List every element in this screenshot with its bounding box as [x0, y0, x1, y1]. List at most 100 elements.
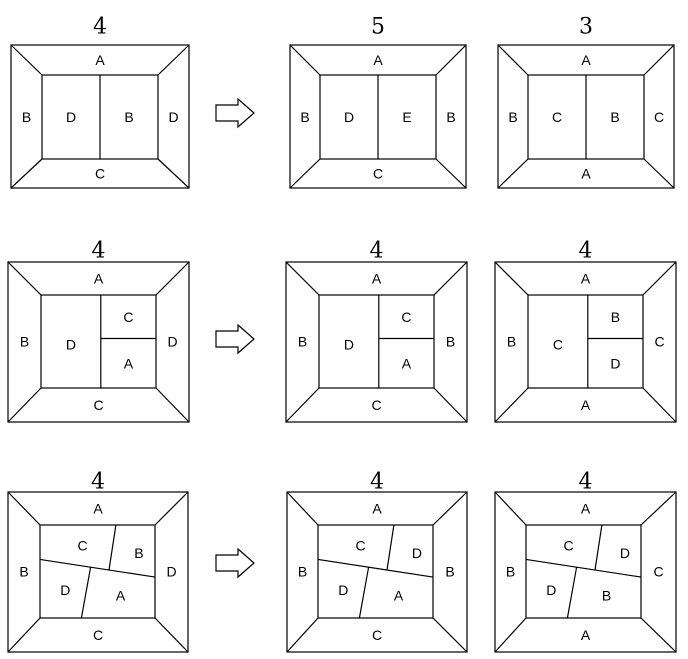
- region-label-right: B: [446, 334, 455, 350]
- corner-diagonal: [640, 617, 677, 653]
- color-count: 5: [371, 15, 385, 40]
- region-label-bottom: C: [372, 627, 382, 643]
- color-count: 4: [579, 470, 593, 495]
- region-label-inner: D: [60, 582, 70, 598]
- region-label-left: B: [507, 334, 516, 350]
- corner-diagonal: [433, 261, 468, 296]
- region-label-top: A: [93, 501, 103, 517]
- region-label-inner: B: [602, 588, 611, 604]
- corner-diagonal: [154, 491, 189, 526]
- region-label-inner: A: [116, 588, 126, 604]
- region-label-inner: E: [402, 109, 411, 125]
- region-label-inner: C: [552, 109, 562, 125]
- color-count: 4: [91, 470, 105, 495]
- color-count: 4: [579, 239, 593, 264]
- region-label-left: B: [298, 564, 307, 580]
- corner-diagonal: [289, 158, 321, 189]
- corner-diagonal: [642, 387, 677, 423]
- region-label-top: A: [94, 271, 104, 287]
- corner-diagonal: [7, 617, 41, 653]
- color-count: 4: [92, 239, 106, 264]
- inner-border: [527, 294, 644, 389]
- corner-diagonal: [642, 261, 677, 296]
- region-label-inner: D: [620, 545, 630, 561]
- divider-line: [386, 524, 395, 571]
- region-label-top: A: [372, 271, 382, 287]
- corner-diagonal: [432, 617, 468, 653]
- corner-diagonal: [643, 158, 675, 189]
- divider-line: [317, 558, 434, 578]
- region-label-left: B: [22, 109, 31, 125]
- color-count: 4: [93, 15, 107, 40]
- region-label-inner: B: [610, 109, 619, 125]
- outer-border: [494, 491, 677, 653]
- outer-border: [7, 261, 190, 423]
- corner-diagonal: [285, 387, 320, 423]
- region-label-inner: B: [124, 109, 133, 125]
- region-label-left: B: [508, 109, 517, 125]
- region-label-top: A: [581, 52, 591, 68]
- corner-diagonal: [494, 491, 527, 526]
- corner-diagonal: [497, 44, 529, 76]
- corner-diagonal: [7, 387, 42, 423]
- corner-diagonal: [494, 261, 529, 296]
- region-label-right: B: [446, 109, 455, 125]
- corner-diagonal: [285, 261, 320, 296]
- corner-diagonal: [286, 617, 319, 653]
- region-label-inner: C: [401, 309, 411, 325]
- region-label-right: B: [445, 564, 454, 580]
- right-arrow-icon: [215, 97, 255, 129]
- divider-line: [358, 567, 370, 619]
- corner-diagonal: [155, 387, 190, 423]
- region-label-top: A: [581, 271, 591, 287]
- region-label-bottom: C: [93, 627, 103, 643]
- region-label-right: C: [654, 109, 664, 125]
- region-label-right: C: [654, 334, 664, 350]
- region-label-top: A: [95, 52, 105, 68]
- region-label-right: D: [167, 334, 177, 350]
- region-label-inner: D: [338, 582, 348, 598]
- corner-diagonal: [289, 44, 321, 76]
- corner-diagonal: [10, 44, 43, 76]
- region-label-right: D: [168, 109, 178, 125]
- region-label-top: A: [581, 501, 591, 517]
- corner-diagonal: [286, 491, 319, 526]
- inner-border: [318, 294, 435, 389]
- outer-border: [497, 44, 675, 189]
- region-label-inner: C: [77, 537, 87, 553]
- divider-line: [80, 567, 92, 619]
- region-label-bottom: C: [93, 397, 103, 413]
- region-label-inner: B: [134, 545, 143, 561]
- region-label-left: B: [19, 564, 28, 580]
- region-label-bottom: A: [581, 627, 591, 643]
- outer-border: [7, 491, 189, 653]
- region-label-right: C: [653, 564, 663, 580]
- region-label-bottom: A: [581, 397, 591, 413]
- region-label-left: B: [298, 334, 307, 350]
- right-arrow-icon: [215, 547, 255, 579]
- region-label-top: A: [373, 52, 383, 68]
- color-count: 3: [579, 15, 593, 40]
- corner-diagonal: [433, 387, 468, 423]
- region-label-bottom: C: [371, 397, 381, 413]
- region-label-inner: A: [402, 355, 412, 371]
- corner-diagonal: [435, 158, 467, 189]
- inner-border: [40, 294, 157, 389]
- color-count: 4: [370, 239, 384, 264]
- corner-diagonal: [7, 491, 41, 526]
- inner-border: [525, 524, 642, 619]
- region-label-left: B: [300, 109, 309, 125]
- corner-diagonal: [155, 261, 190, 296]
- region-label-inner: A: [394, 588, 404, 604]
- region-label-inner: A: [124, 355, 134, 371]
- region-label-inner: D: [344, 109, 354, 125]
- region-label-left: B: [20, 334, 29, 350]
- region-label-top: A: [372, 501, 382, 517]
- region-label-inner: C: [123, 309, 133, 325]
- corner-diagonal: [10, 158, 43, 189]
